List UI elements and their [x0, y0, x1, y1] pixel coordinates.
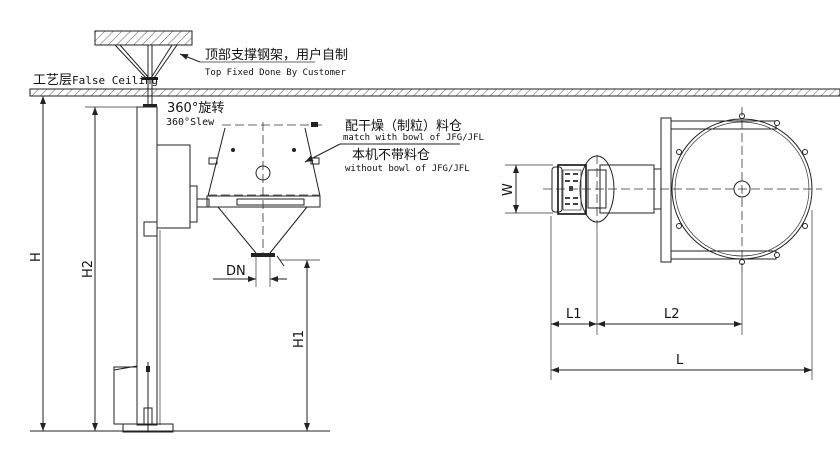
- dimension-L: L: [551, 353, 812, 373]
- no-bowl-label-en: without bowl of JFG/JFL: [345, 164, 470, 174]
- ceiling-slab: [94, 30, 193, 46]
- svg-text:L2: L2: [664, 307, 680, 322]
- dimension-H1: H1: [280, 259, 320, 431]
- bowl-label-en: match with bowl of JFG/JFL: [343, 133, 484, 143]
- slew-label-cn: 360°旋转: [167, 101, 224, 116]
- control-box: [557, 164, 587, 215]
- dimension-L1: L1: [551, 307, 597, 327]
- svg-text:H: H: [29, 252, 44, 262]
- dimension-H: H: [29, 96, 46, 431]
- dimension-DN: DN: [213, 257, 287, 287]
- svg-text:H2: H2: [81, 260, 96, 278]
- svg-text:L: L: [676, 353, 684, 368]
- no-bowl-label-cn: 本机不带料仓: [352, 148, 430, 163]
- hopper: [196, 122, 323, 267]
- top-support-label-en: Top Fixed Done By Customer: [205, 68, 346, 78]
- svg-text:DN: DN: [226, 264, 246, 279]
- dimension-W: W: [501, 164, 553, 214]
- dimension-H2: H2: [81, 106, 143, 431]
- dimension-L2: L2: [597, 307, 742, 327]
- false-ceiling: [29, 88, 840, 97]
- false-ceiling-label-cn: 工艺层: [33, 73, 72, 88]
- top-support-label-cn: 顶部支撑钢架，用户自制: [205, 47, 348, 63]
- svg-text:H1: H1: [292, 330, 307, 348]
- false-ceiling-label-en: False Ceiling: [72, 74, 158, 87]
- top-view: W L1 L2 L: [501, 107, 822, 380]
- column: [136, 106, 158, 426]
- bowl-label-cn: 配干燥（制粒）料仓: [345, 119, 462, 134]
- top-support-frame: [114, 44, 178, 107]
- svg-text:L1: L1: [566, 307, 582, 322]
- gearbox: [156, 144, 191, 229]
- slew-label-en: 360°Slew: [166, 117, 215, 128]
- side-view: 顶部支撑钢架，用户自制 Top Fixed Done By Customer 工…: [29, 30, 840, 433]
- svg-text:W: W: [501, 183, 516, 196]
